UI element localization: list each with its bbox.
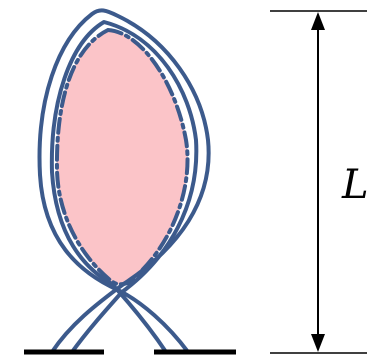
pink-core-region [56,30,188,285]
bottom-arrowhead [311,334,325,352]
inner-loop-outline [49,20,199,354]
outer-loop-outline [37,8,211,354]
dimension-label: L [341,162,367,208]
dashdot-boundary [54,27,190,287]
top-arrowhead [311,12,325,30]
